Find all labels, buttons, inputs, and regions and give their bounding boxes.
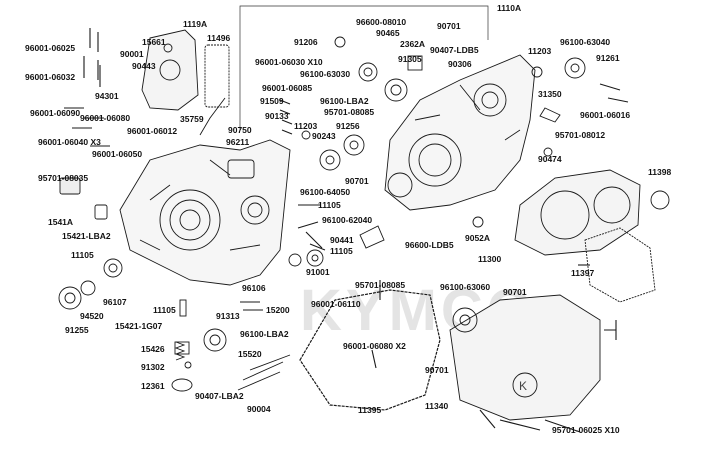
- label-11105a: 11105: [71, 250, 94, 260]
- label-90133: 90133: [265, 111, 289, 121]
- label-1541a: 1541A: [48, 217, 74, 227]
- label-96211: 96211: [226, 137, 250, 147]
- bracket-1110a: [239, 5, 489, 130]
- label-11397: 11397: [571, 268, 595, 278]
- label-90443: 90443: [132, 61, 156, 71]
- cover-logo: K: [519, 379, 527, 393]
- label-91256: 91256: [336, 121, 360, 131]
- label-90474: 90474: [538, 154, 562, 164]
- label-96100-64050: 96100-64050: [300, 187, 351, 197]
- label-15421-1g07: 15421-1G07: [115, 321, 163, 331]
- label-15426: 15426: [141, 344, 165, 354]
- label-95701-08035: 95701-08035: [38, 173, 89, 183]
- label-95701-08085a: 95701-08085: [324, 107, 375, 117]
- label-90465: 90465: [376, 28, 400, 38]
- label-12361: 12361: [141, 381, 165, 391]
- label-96100-63040: 96100-63040: [560, 37, 611, 47]
- label-96001-06016: 96001-06016: [580, 110, 631, 120]
- label-11105c: 11105: [318, 200, 341, 210]
- label-91261: 91261: [596, 53, 620, 63]
- label-96100-62040: 96100-62040: [322, 215, 373, 225]
- label-96106: 96106: [242, 283, 266, 293]
- label-11300: 11300: [478, 254, 502, 264]
- label-1110a: 1110A: [497, 3, 522, 13]
- label-9052a: 9052A: [465, 233, 491, 243]
- gasket-11397: [584, 227, 656, 303]
- label-91313: 91313: [216, 311, 240, 321]
- small-parts: [59, 55, 561, 392]
- label-11340: 11340: [425, 401, 449, 411]
- label-90750: 90750: [228, 125, 252, 135]
- label-91302: 91302: [141, 362, 165, 372]
- label-90243: 90243: [312, 131, 336, 141]
- label-91001: 91001: [306, 267, 330, 277]
- left-crankcase: [119, 139, 291, 286]
- label-96001-06032: 96001-06032: [25, 72, 76, 82]
- label-96001-06085: 96001-06085: [262, 83, 313, 93]
- label-90306: 90306: [448, 59, 472, 69]
- label-95701-08085b: 95701-08085: [355, 280, 406, 290]
- label-96600-08010: 96600-08010: [356, 17, 407, 27]
- label-94520: 94520: [80, 311, 104, 321]
- crankcase-cover-11340: K: [449, 294, 601, 421]
- label-96100-lba2a: 96100-LBA2: [320, 96, 369, 106]
- label-15661: 15661: [142, 37, 166, 47]
- bolts: [64, 28, 629, 433]
- label-96100-63030: 96100-63030: [300, 69, 351, 79]
- label-96001-06080: 96001-06080: [80, 113, 131, 123]
- label-96001-06040: 96001-06040 X3: [38, 137, 101, 147]
- label-2362a: 2362A: [400, 39, 426, 49]
- label-96001-06090: 96001-06090: [30, 108, 81, 118]
- spring-15426: [174, 341, 186, 361]
- label-96001-06050: 96001-06050: [92, 149, 143, 159]
- label-11203b: 11203: [528, 46, 552, 56]
- label-95701-08012: 95701-08012: [555, 130, 606, 140]
- label-96107: 96107: [103, 297, 127, 307]
- label-31350: 31350: [538, 89, 562, 99]
- label-11395: 11395: [358, 405, 382, 415]
- label-96001-06012: 96001-06012: [127, 126, 178, 136]
- oring-11398: [650, 190, 670, 210]
- label-96001-06110: 96001-06110: [311, 299, 361, 309]
- label-11398: 11398: [648, 167, 672, 177]
- label-91509: 91509: [260, 96, 284, 106]
- label-90001: 90001: [120, 49, 144, 59]
- label-15200: 15200: [266, 305, 290, 315]
- label-96001-06030: 96001-06030 X10: [255, 57, 323, 67]
- label-90441: 90441: [330, 235, 354, 245]
- label-91255: 91255: [65, 325, 89, 335]
- label-90701c: 90701: [503, 287, 527, 297]
- label-94301: 94301: [95, 91, 119, 101]
- label-91206: 91206: [294, 37, 318, 47]
- label-11496: 11496: [207, 33, 231, 43]
- label-95701-06025x10: 95701-06025 X10: [552, 425, 620, 435]
- gasket-11496: [204, 44, 230, 108]
- label-96001-06080x2: 96001-06080 X2: [343, 341, 406, 351]
- label-90701d: 90701: [425, 365, 449, 375]
- label-11203a: 11203: [294, 121, 318, 131]
- label-96100-lba2b: 96100-LBA2: [240, 329, 289, 339]
- label-1119a: 1119A: [183, 19, 208, 29]
- label-90004: 90004: [247, 404, 271, 414]
- label-96100-63060: 96100-63060: [440, 282, 491, 292]
- label-90407-lba2: 90407-LBA2: [195, 391, 244, 401]
- label-90407-ldb5: 90407-LDB5: [430, 45, 479, 55]
- label-15520: 15520: [238, 349, 262, 359]
- label-91305: 91305: [398, 54, 422, 64]
- label-11105b: 11105: [153, 305, 176, 315]
- clutch-cover-11300: [514, 169, 641, 256]
- gasket-11395: [299, 289, 441, 411]
- right-crankcase: [384, 54, 536, 211]
- label-90701a: 90701: [437, 21, 461, 31]
- label-15421-lba2: 15421-LBA2: [62, 231, 111, 241]
- label-90701b: 90701: [345, 176, 369, 186]
- label-96600-ldb5: 96600-LDB5: [405, 240, 454, 250]
- label-96001-06025a: 96001-06025: [25, 43, 76, 53]
- label-35759: 35759: [180, 114, 204, 124]
- bearings: [58, 36, 586, 352]
- label-11105d: 11105: [330, 246, 353, 256]
- cover-1119a: [141, 29, 199, 111]
